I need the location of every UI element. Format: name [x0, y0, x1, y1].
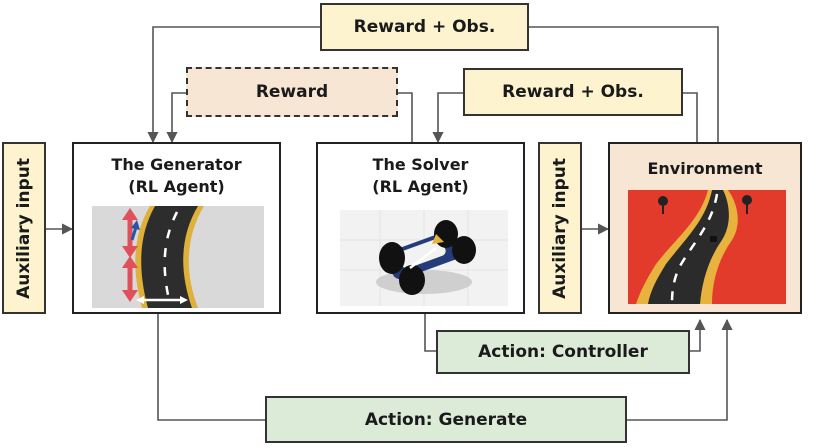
action-controller-box: Action: Controller — [436, 330, 690, 374]
generator-title-line2: (RL Agent) — [128, 177, 225, 196]
arrow-top-box-to-generator — [147, 26, 320, 144]
arrow-env-to-mid-box — [683, 92, 698, 142]
reward-obs-mid-box: Reward + Obs. — [463, 68, 683, 116]
reward-obs-mid-label: Reward + Obs. — [502, 82, 644, 102]
arrow-solver-to-reward — [398, 92, 413, 142]
arrow-generate-to-environment — [627, 318, 733, 421]
generator-title: The Generator (RL Agent) — [74, 154, 279, 198]
environment-title: Environment — [610, 158, 800, 180]
arrow-mid-box-to-solver — [432, 92, 463, 144]
reward-label: Reward — [255, 82, 329, 102]
generator-panel: The Generator (RL Agent) — [72, 142, 281, 314]
auxiliary-input-left-box: Auxiliary input — [2, 142, 46, 314]
auxiliary-input-right-box: Auxiliary input — [538, 142, 582, 314]
generator-title-line1: The Generator — [111, 155, 242, 174]
solver-title: The Solver (RL Agent) — [318, 154, 523, 198]
solver-car-image — [340, 210, 508, 306]
reward-obs-top-box: Reward + Obs. — [320, 3, 529, 51]
generator-road-image — [92, 206, 264, 308]
environment-panel: Environment — [608, 142, 802, 314]
solver-panel: The Solver (RL Agent) — [316, 142, 525, 314]
auxiliary-input-right-label: Auxiliary input — [550, 157, 570, 299]
arrow-solver-to-controller — [424, 314, 436, 352]
action-controller-label: Action: Controller — [478, 342, 648, 362]
environment-track-image — [628, 190, 786, 304]
reward-obs-top-label: Reward + Obs. — [353, 17, 496, 37]
reward-box: Reward — [186, 67, 398, 117]
auxiliary-input-left-label: Auxiliary input — [14, 157, 34, 299]
action-generate-box: Action: Generate — [265, 396, 627, 443]
solver-title-line2: (RL Agent) — [372, 177, 469, 196]
action-generate-label: Action: Generate — [364, 409, 528, 430]
environment-title-text: Environment — [647, 159, 763, 178]
arrow-generator-to-generate — [157, 314, 265, 421]
solver-title-line1: The Solver — [372, 155, 469, 174]
arrow-controller-to-environment — [690, 318, 706, 352]
arrow-reward-to-generator — [166, 92, 186, 144]
